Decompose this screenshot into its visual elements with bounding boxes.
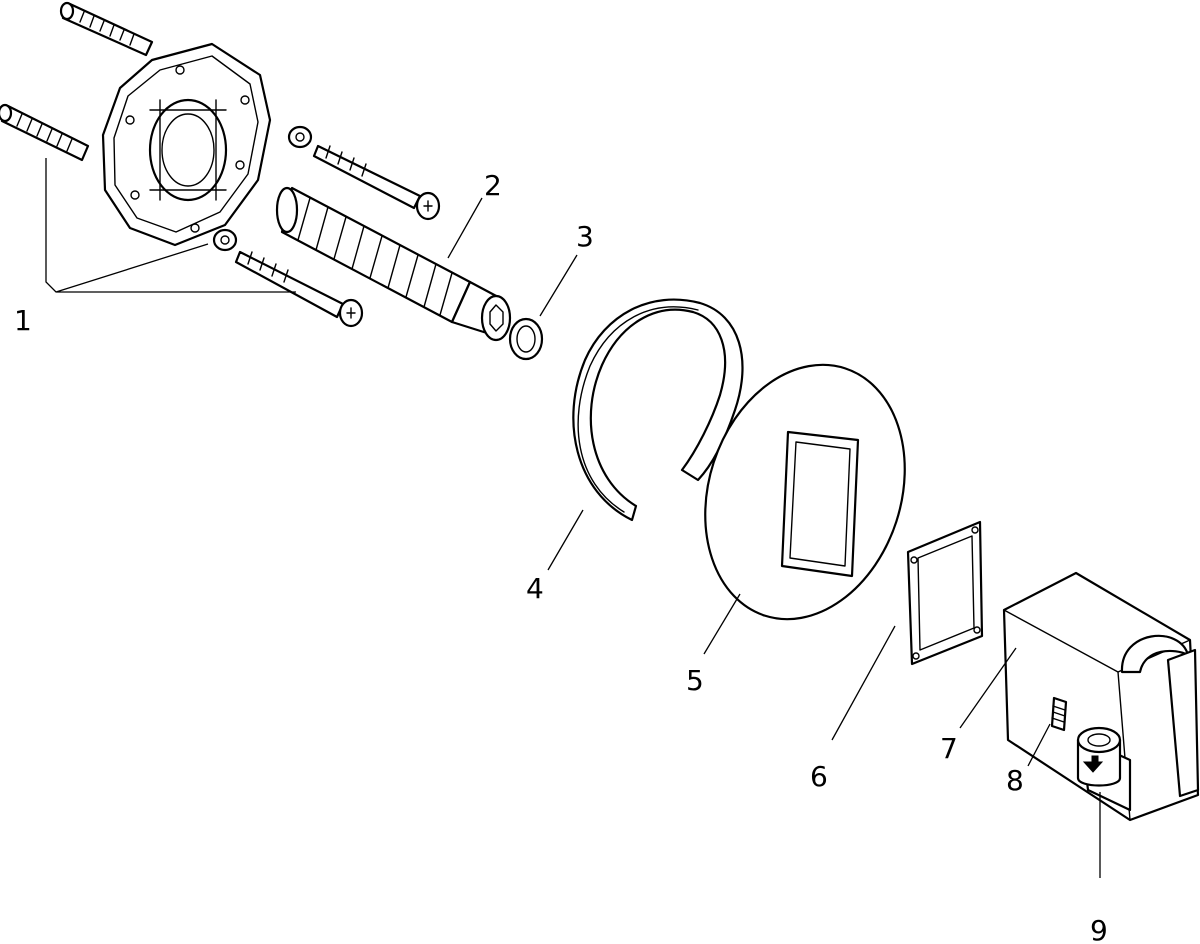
part-7-wall-outlet-holder [1002,571,1200,822]
leader-5 [703,593,741,655]
label-3: 3 [576,220,594,253]
label-6: 6 [810,760,828,793]
part-2-extension-sleeve [275,186,512,342]
part-8-grub-screw [1050,696,1068,732]
leader-lines [45,158,1101,878]
leader-8 [1027,723,1051,767]
wall-plug-upper [59,1,154,57]
leader-4 [547,509,584,571]
label-7: 7 [940,732,958,765]
leader-1 [45,158,296,293]
mounting-plate [101,42,272,247]
washer-lower [212,228,238,252]
part-labels: 1 2 3 4 5 6 7 8 9 [14,169,1108,944]
part-1-mounting-kit [0,1,441,328]
label-9: 9 [1090,914,1108,944]
leader-6 [831,625,896,741]
label-4: 4 [526,572,544,605]
part-3-o-ring [508,317,544,361]
leader-7 [959,647,1017,729]
label-5: 5 [686,664,704,697]
label-1: 1 [14,304,32,337]
part-9-backflow-preventer [1076,726,1122,787]
part-5-cover-plate [704,363,906,621]
screw-lower [234,250,364,328]
screw-upper [312,144,441,221]
label-8: 8 [1006,764,1024,797]
part-6-seal [906,520,984,666]
label-2: 2 [484,169,502,202]
wall-plug-lower [0,103,90,162]
washer-upper [287,125,313,149]
part-4-clamping-ring [572,298,744,522]
leader-2 [447,197,483,259]
leader-3 [539,254,578,317]
